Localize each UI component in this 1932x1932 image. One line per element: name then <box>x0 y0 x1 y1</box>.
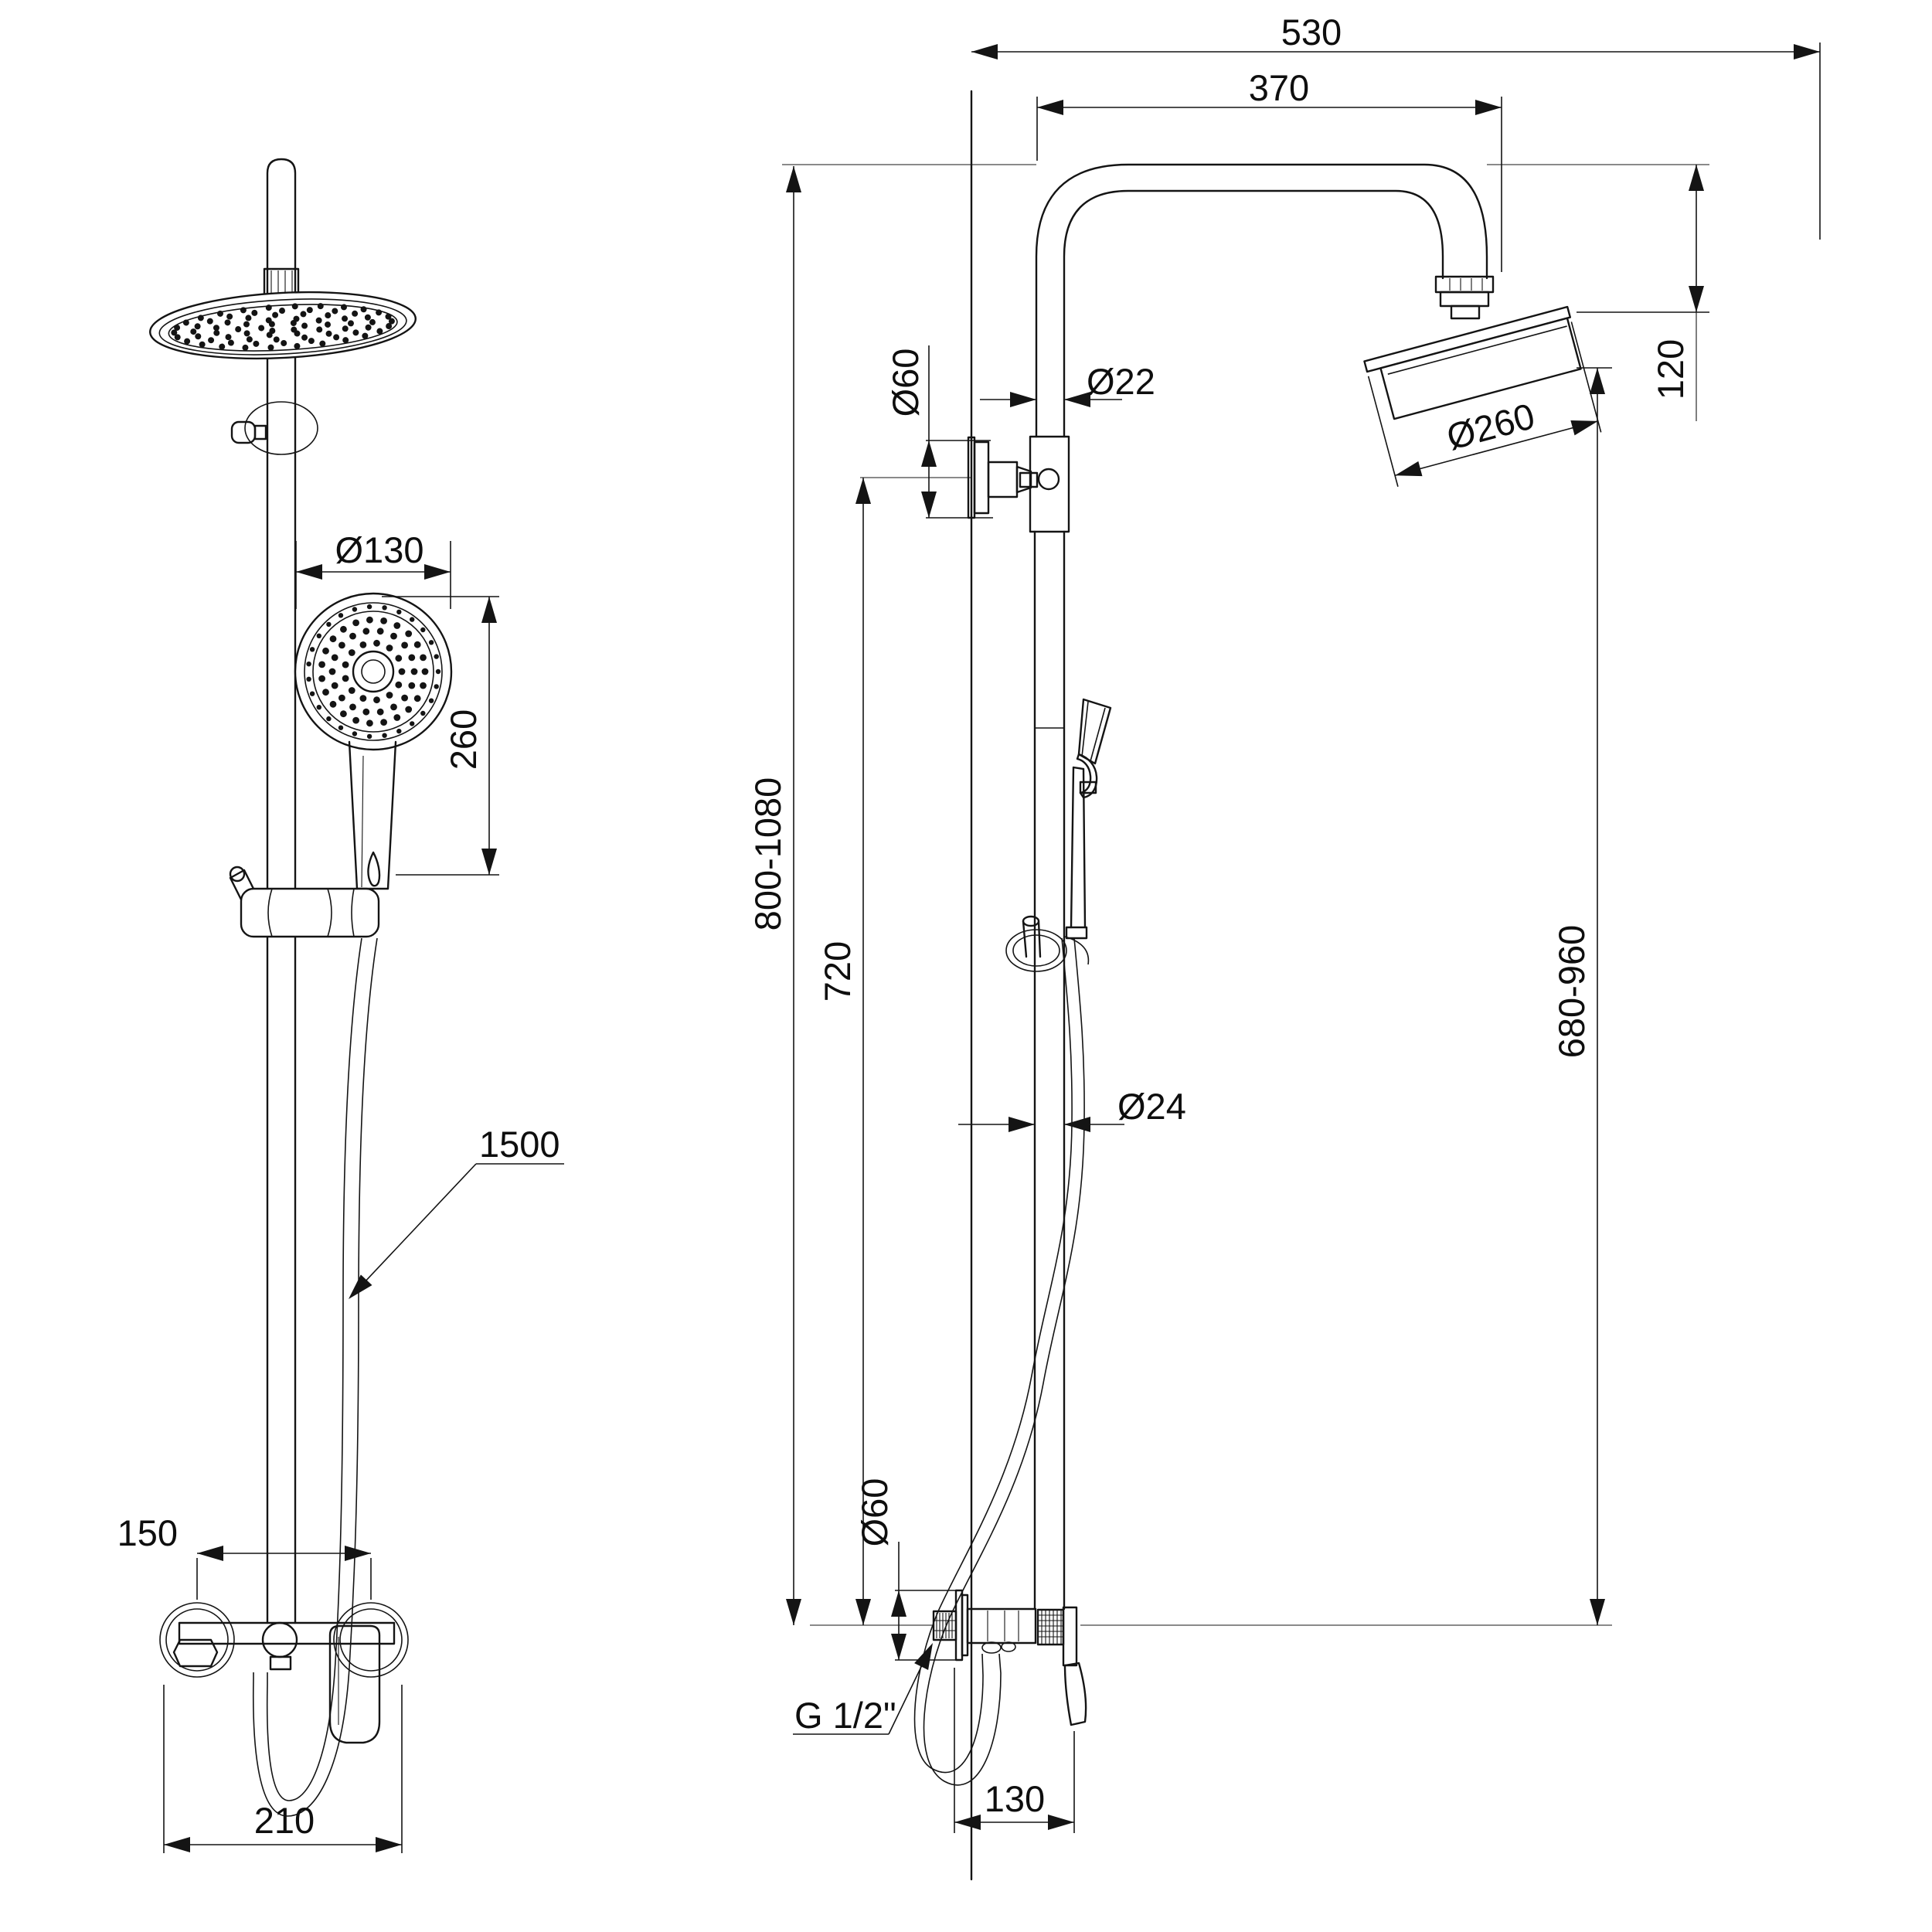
side-view: Ø260 <box>747 12 1821 1881</box>
front-slider-holder <box>229 866 380 938</box>
dim-label: 260 <box>443 709 484 770</box>
dim-hand-head-diameter: Ø130 <box>295 529 451 609</box>
overhead-shower-side: Ø260 <box>1363 305 1602 487</box>
dim-label: 120 <box>1650 339 1691 400</box>
front-view: Ø130 260 1500 150 <box>117 158 564 1853</box>
overhead-nozzle-dots <box>171 303 395 351</box>
dim-label: 130 <box>985 1778 1045 1819</box>
dim-label: 150 <box>117 1512 178 1553</box>
mixer-left-escutcheon <box>159 1602 235 1678</box>
side-head-connector-nut <box>1434 275 1495 320</box>
dim-label: 800-1080 <box>747 777 788 931</box>
mixer-spout-nut <box>172 1638 219 1668</box>
dim-arm-reach: 370 <box>1036 67 1502 272</box>
dim-rail-diameter: Ø24 <box>958 1086 1186 1132</box>
dim-label: 680-960 <box>1551 925 1592 1059</box>
dim-mixer-depth: 130 <box>954 1668 1075 1833</box>
side-rail-pipe <box>1033 530 1066 1611</box>
side-hose <box>913 937 1085 1786</box>
dim-label: Ø60 <box>854 1478 895 1547</box>
dim-label: Ø260 <box>1442 395 1539 457</box>
hand-shower-front <box>294 592 453 890</box>
dim-label: Ø60 <box>885 349 926 417</box>
valve-body <box>966 1607 1037 1645</box>
side-riser-and-arm <box>1035 163 1488 438</box>
mixer-valve-front <box>159 1602 409 1744</box>
dim-label: 530 <box>1281 12 1342 53</box>
dim-valve-plate: Ø60 <box>854 1478 958 1661</box>
side-tee-body <box>1029 435 1070 533</box>
front-hose <box>252 937 378 1817</box>
dim-riser-diameter: Ø22 <box>980 361 1155 407</box>
knurled-nut <box>1036 1608 1065 1646</box>
mixer-valve-side <box>810 1589 1612 1726</box>
dim-label: 210 <box>254 1800 315 1841</box>
mixer-center-outlet <box>261 1621 298 1658</box>
dim-bracket-height: 720 <box>817 478 871 1625</box>
front-column-pipe <box>266 158 297 1624</box>
dim-head-drop: 120 <box>1577 165 1709 421</box>
mixer-lever-side <box>1062 1606 1078 1667</box>
dim-hose-length: 1500 <box>342 1124 564 1304</box>
dim-label: 370 <box>1249 67 1309 108</box>
dim-label: G 1/2" <box>794 1695 896 1736</box>
dim-label: 1500 <box>479 1124 560 1165</box>
dim-mixer-width: 210 <box>163 1685 403 1853</box>
dim-head-height-range: 680-960 <box>1551 367 1612 1625</box>
dim-label: 720 <box>817 941 858 1002</box>
hand-shower-handle <box>348 740 397 890</box>
dim-column-height-range: 800-1080 <box>747 166 801 1625</box>
dim-label: Ø22 <box>1087 361 1155 402</box>
dim-hand-shower-length: 260 <box>382 596 499 876</box>
overhead-shower-front <box>149 291 417 360</box>
dim-inlet-spacing: 150 <box>117 1512 372 1600</box>
dim-thread-size: G 1/2" <box>793 1639 940 1736</box>
dim-reach-overall: 530 <box>971 12 1821 240</box>
mixer-lever-front <box>328 1624 381 1744</box>
side-wall-bracket <box>860 436 1039 519</box>
dim-label: Ø130 <box>335 529 424 570</box>
side-slider-holder <box>1005 915 1090 972</box>
hand-shower-pause-clip <box>367 851 381 887</box>
hand-shower-side <box>1065 698 1112 940</box>
dim-label: Ø24 <box>1117 1086 1186 1127</box>
mixer-right-escutcheon <box>333 1602 409 1678</box>
dim-bracket-plate: Ø60 <box>885 345 993 519</box>
front-diverter <box>230 401 318 455</box>
